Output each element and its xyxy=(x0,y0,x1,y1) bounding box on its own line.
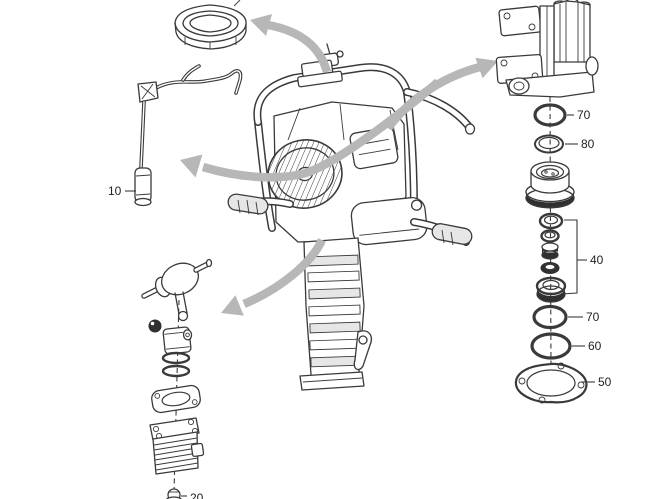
left-handle-grip xyxy=(227,193,294,216)
cylinder-gasket-part xyxy=(151,384,201,414)
callout-40-label: 40 xyxy=(590,253,604,267)
fuel-tank-detail xyxy=(350,196,428,246)
bevel-ring-80-part xyxy=(534,134,564,154)
percussion-housing-illustration xyxy=(495,0,599,98)
callout-70-lower-label: 70 xyxy=(586,310,600,324)
percussion-column xyxy=(495,0,599,404)
seal-kit-40-parts xyxy=(535,212,567,303)
bearing-part xyxy=(148,319,162,333)
arrow-to-air-filter xyxy=(250,14,332,74)
spark-plug-lead-illustration xyxy=(134,64,243,207)
callout-10-label: 10 xyxy=(108,184,122,198)
o-ring-70-upper-part xyxy=(533,103,567,127)
callout-60-label: 60 xyxy=(588,339,602,353)
piston-rings-part xyxy=(161,351,191,378)
cylinder-part xyxy=(149,417,205,475)
cropped-leader-line xyxy=(233,0,241,7)
callout-20-label: 20 xyxy=(190,491,204,499)
o-ring-70-lower-part xyxy=(532,304,568,330)
piston-part xyxy=(162,326,193,355)
bracket-40 xyxy=(561,219,578,295)
callout-leader-lines xyxy=(125,114,595,497)
crankshaft-part xyxy=(141,258,213,322)
arrow-to-percussion-housing xyxy=(384,57,498,131)
crankshaft-piston-cylinder-illustration xyxy=(141,258,213,499)
buffer-cup-part xyxy=(525,161,575,209)
callout-50-label: 50 xyxy=(598,375,612,389)
o-ring-60-part xyxy=(530,332,572,360)
cylinder-bolt-part xyxy=(166,488,182,499)
arrow-to-engine-parts xyxy=(221,238,326,316)
callout-70-upper-label: 70 xyxy=(577,108,591,122)
flange-gasket-50-part xyxy=(514,362,588,404)
main-machine-illustration xyxy=(227,43,476,391)
right-handle-grip xyxy=(410,218,473,246)
callout-80-label: 80 xyxy=(581,137,595,151)
air-filter-illustration xyxy=(174,0,247,50)
